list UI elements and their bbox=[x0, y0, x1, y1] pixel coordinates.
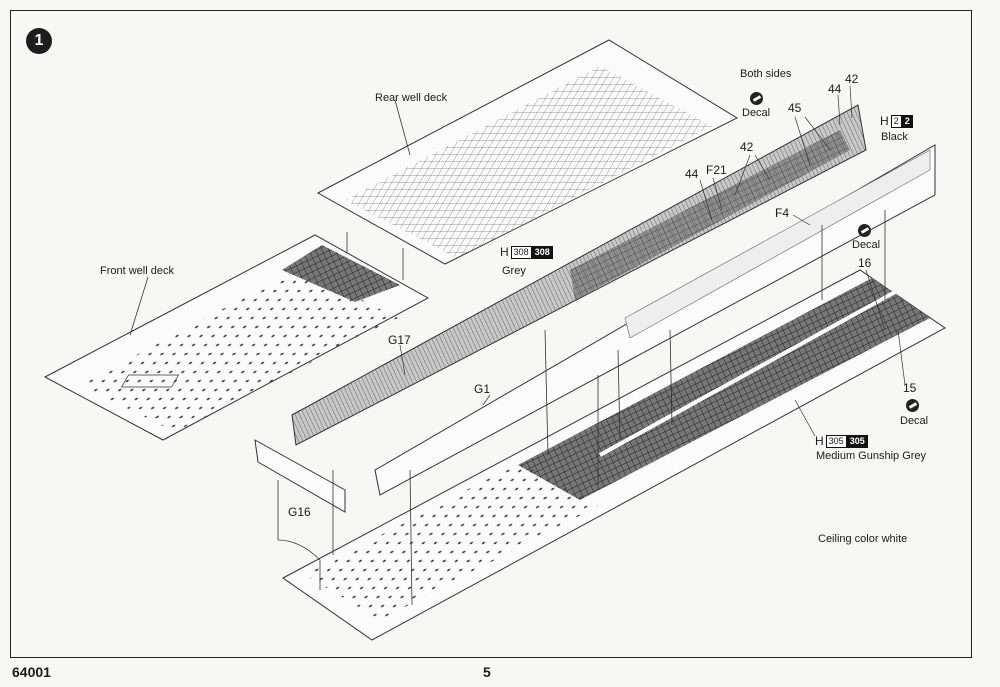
black-label: Black bbox=[881, 131, 908, 143]
ceiling-color-note: Ceiling color white bbox=[818, 533, 908, 545]
lower-dock-deck bbox=[282, 269, 946, 641]
decal-label-mid: Decal bbox=[852, 239, 881, 251]
part-number-42-b: 42 bbox=[740, 140, 754, 154]
both-sides-label: Both sides bbox=[740, 68, 792, 80]
part-number-16: 16 bbox=[858, 256, 872, 270]
part-g16-label: G16 bbox=[288, 505, 311, 519]
part-g1-label: G1 bbox=[474, 382, 491, 396]
medium-gunship-grey-label: Medium Gunship Grey bbox=[816, 450, 927, 462]
part-number-44: 44 bbox=[828, 82, 842, 96]
paint-code-grey: H 308 308 bbox=[500, 245, 553, 259]
decal-icon bbox=[858, 224, 871, 237]
hull-side-panel bbox=[291, 104, 867, 446]
part-number-44-b: 44 bbox=[685, 167, 699, 181]
rear-well-deck-part bbox=[316, 39, 739, 280]
paint-code-box: 308 bbox=[510, 245, 532, 259]
kit-number: 64001 bbox=[12, 664, 51, 680]
grey-label: Grey bbox=[502, 265, 526, 277]
paint-code-box: 305 bbox=[825, 434, 847, 448]
guide-lines bbox=[277, 210, 886, 606]
leader-lines bbox=[399, 85, 906, 437]
decal-icon bbox=[906, 399, 919, 412]
front-well-deck-label: Front well deck bbox=[100, 265, 174, 277]
part-number-45: 45 bbox=[788, 101, 802, 115]
decal-label-low: Decal bbox=[900, 415, 929, 427]
paint-code-medium-gunship-grey: H 305 305 bbox=[815, 434, 868, 448]
part-f4-label: F4 bbox=[775, 206, 790, 220]
page-number: 5 bbox=[483, 664, 491, 680]
rear-well-deck-label: Rear well deck bbox=[375, 92, 448, 104]
paint-code-box-dark: 2 bbox=[901, 114, 913, 128]
paint-letter: H bbox=[500, 245, 509, 259]
paint-letter: H bbox=[880, 114, 889, 128]
part-f21-label: F21 bbox=[706, 163, 727, 177]
end-plate-g16 bbox=[254, 439, 346, 513]
decal-label-top: Decal bbox=[742, 107, 771, 119]
part-g17-label: G17 bbox=[388, 333, 411, 347]
part-number-15: 15 bbox=[903, 381, 917, 395]
paint-code-box: 2 bbox=[890, 114, 902, 128]
bulkhead-f4 bbox=[374, 144, 936, 496]
step-number-badge: 1 bbox=[26, 28, 52, 54]
part-number-42: 42 bbox=[845, 72, 859, 86]
page-frame bbox=[10, 10, 972, 658]
paint-code-box-dark: 305 bbox=[846, 434, 868, 448]
paint-code-black: H 2 2 bbox=[880, 114, 913, 128]
paint-code-box-dark: 308 bbox=[531, 245, 553, 259]
front-well-deck-part bbox=[43, 234, 430, 441]
decal-icon bbox=[750, 92, 763, 105]
paint-letter: H bbox=[815, 434, 824, 448]
